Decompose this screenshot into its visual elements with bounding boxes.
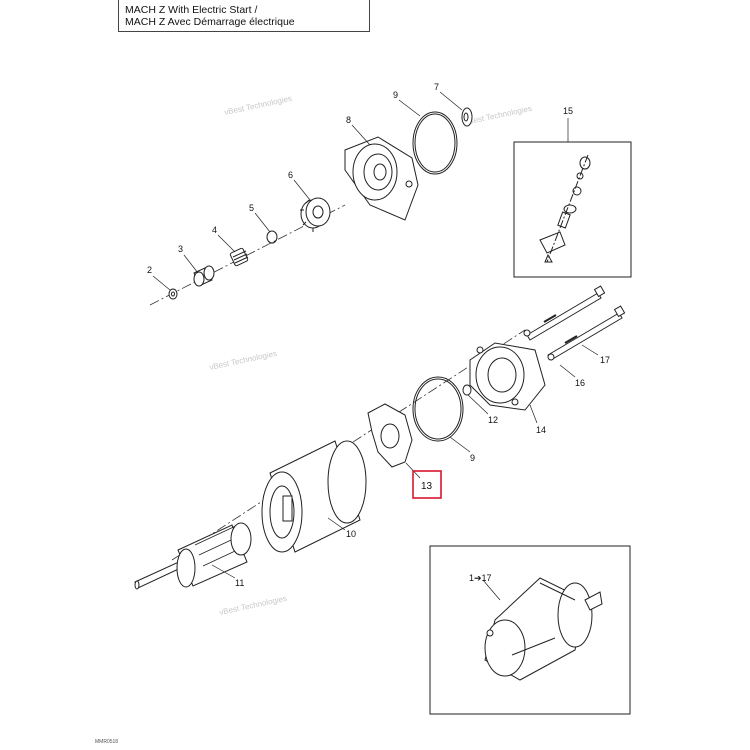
callout-4: 4 bbox=[212, 225, 217, 235]
callout-11: 11 bbox=[235, 578, 244, 588]
callout-9b: 9 bbox=[470, 453, 475, 463]
callout-12: 12 bbox=[488, 415, 498, 425]
callout-1-17: 1➔17 bbox=[469, 573, 492, 583]
part-15-inset bbox=[513, 141, 632, 278]
part-13-brush-plate bbox=[367, 403, 413, 468]
callout-3: 3 bbox=[178, 244, 183, 254]
watermark-3: vBest Technologies bbox=[209, 349, 278, 372]
part-3-bushing bbox=[193, 265, 215, 287]
part-8-drive-housing bbox=[344, 136, 419, 221]
part-10-yoke bbox=[261, 440, 367, 553]
part-16-washers bbox=[523, 329, 555, 361]
title-box: MACH Z With Electric Start / MACH Z Avec… bbox=[118, 0, 370, 32]
title-line-1: MACH Z With Electric Start / bbox=[125, 4, 258, 16]
callout-10: 10 bbox=[346, 529, 356, 539]
lower-axis bbox=[171, 329, 526, 561]
callout-7: 7 bbox=[434, 82, 439, 92]
callout-9a: 9 bbox=[393, 90, 398, 100]
watermark-4: vBest Technologies bbox=[219, 594, 288, 617]
callout-6: 6 bbox=[288, 170, 293, 180]
part-7-cap bbox=[461, 107, 473, 127]
title-line-2: MACH Z Avec Démarrage électrique bbox=[125, 16, 295, 28]
assembled-inset bbox=[429, 545, 631, 715]
part-12-bushing bbox=[462, 384, 472, 396]
callout-14: 14 bbox=[536, 425, 546, 435]
highlight-label-13: 13 bbox=[421, 481, 433, 492]
callout-15: 15 bbox=[563, 106, 573, 116]
part-9-oring-lower bbox=[412, 376, 464, 442]
part-6-pinion bbox=[300, 197, 331, 232]
part-9-oring-upper bbox=[412, 111, 458, 175]
callout-2: 2 bbox=[147, 265, 152, 275]
part-11-armature bbox=[134, 522, 252, 590]
watermark-2: vBest Technologies bbox=[464, 104, 533, 127]
callout-16: 16 bbox=[575, 378, 585, 388]
part-4-spring bbox=[229, 247, 249, 267]
part-14-end-housing bbox=[469, 342, 546, 411]
leader-lines bbox=[152, 91, 599, 601]
callout-5: 5 bbox=[249, 203, 254, 213]
callout-8: 8 bbox=[346, 115, 351, 125]
part-2-washer bbox=[168, 288, 178, 300]
part-17-bolts bbox=[526, 285, 626, 361]
part-5-ring bbox=[266, 230, 278, 244]
highlight-13: 13 bbox=[412, 470, 442, 499]
callout-labels: 2 3 4 5 6 8 9 7 15 17 16 14 12 9 10 11 1… bbox=[147, 82, 610, 588]
callout-17: 17 bbox=[600, 355, 610, 365]
watermark-1: vBest Technologies bbox=[224, 94, 293, 117]
figure-code: MMR0518 bbox=[95, 739, 119, 745]
